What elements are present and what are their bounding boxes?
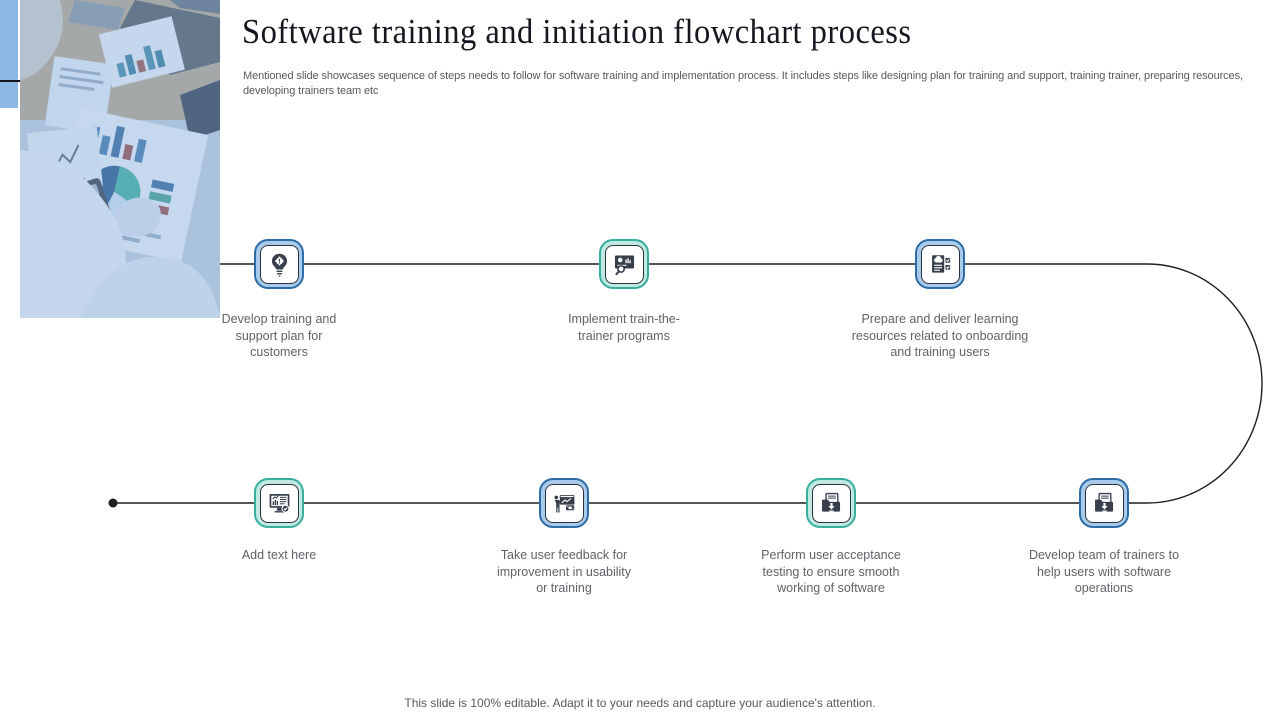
flow-node-learning-resources xyxy=(915,239,965,289)
flow-node-frame xyxy=(544,483,584,523)
slide-description: Mentioned slide showcases sequence of st… xyxy=(243,70,1243,97)
flow-node-trainer-team xyxy=(1079,478,1129,528)
desk-photo-illustration xyxy=(20,0,220,318)
flow-start-dot xyxy=(108,498,118,508)
flow-node-develop-plan xyxy=(254,239,304,289)
flow-node-train-the-trainer xyxy=(599,239,649,289)
step-label: Develop team of trainers to help users w… xyxy=(1028,548,1180,595)
page-title: Software training and initiation flowcha… xyxy=(242,12,912,51)
document-cloud-checklist-icon xyxy=(931,254,950,273)
folder-download-icon xyxy=(1094,492,1113,512)
lightbulb-gear-icon xyxy=(271,253,287,277)
flow-node-acceptance-testing xyxy=(806,478,856,528)
presenter-feedback-icon xyxy=(553,494,574,512)
flow-node-add-text xyxy=(254,478,304,528)
step-label: Prepare and deliver learning resources r… xyxy=(851,312,1029,359)
flow-node-frame xyxy=(604,244,644,284)
training-dashboard-magnifier-icon xyxy=(614,255,634,275)
flow-node-frame xyxy=(259,244,299,284)
step-label: Implement train-the-trainer programs xyxy=(568,312,680,343)
step-label: Develop training and support plan for cu… xyxy=(221,312,337,359)
slide-footer-note: This slide is 100% editable. Adapt it to… xyxy=(404,696,876,710)
step-label: Perform user acceptance testing to ensur… xyxy=(761,548,901,595)
office-desk-photo xyxy=(20,0,220,318)
flow-node-frame xyxy=(259,483,299,523)
step-label: Add text here xyxy=(241,548,317,562)
flow-node-frame xyxy=(811,483,851,523)
flow-node-user-feedback xyxy=(539,478,589,528)
flow-node-frame xyxy=(1084,483,1124,523)
monitor-analytics-check-icon xyxy=(269,493,289,513)
flow-node-frame xyxy=(920,244,960,284)
step-label: Take user feedback for improvement in us… xyxy=(496,548,632,595)
folder-download-icon xyxy=(821,492,840,512)
